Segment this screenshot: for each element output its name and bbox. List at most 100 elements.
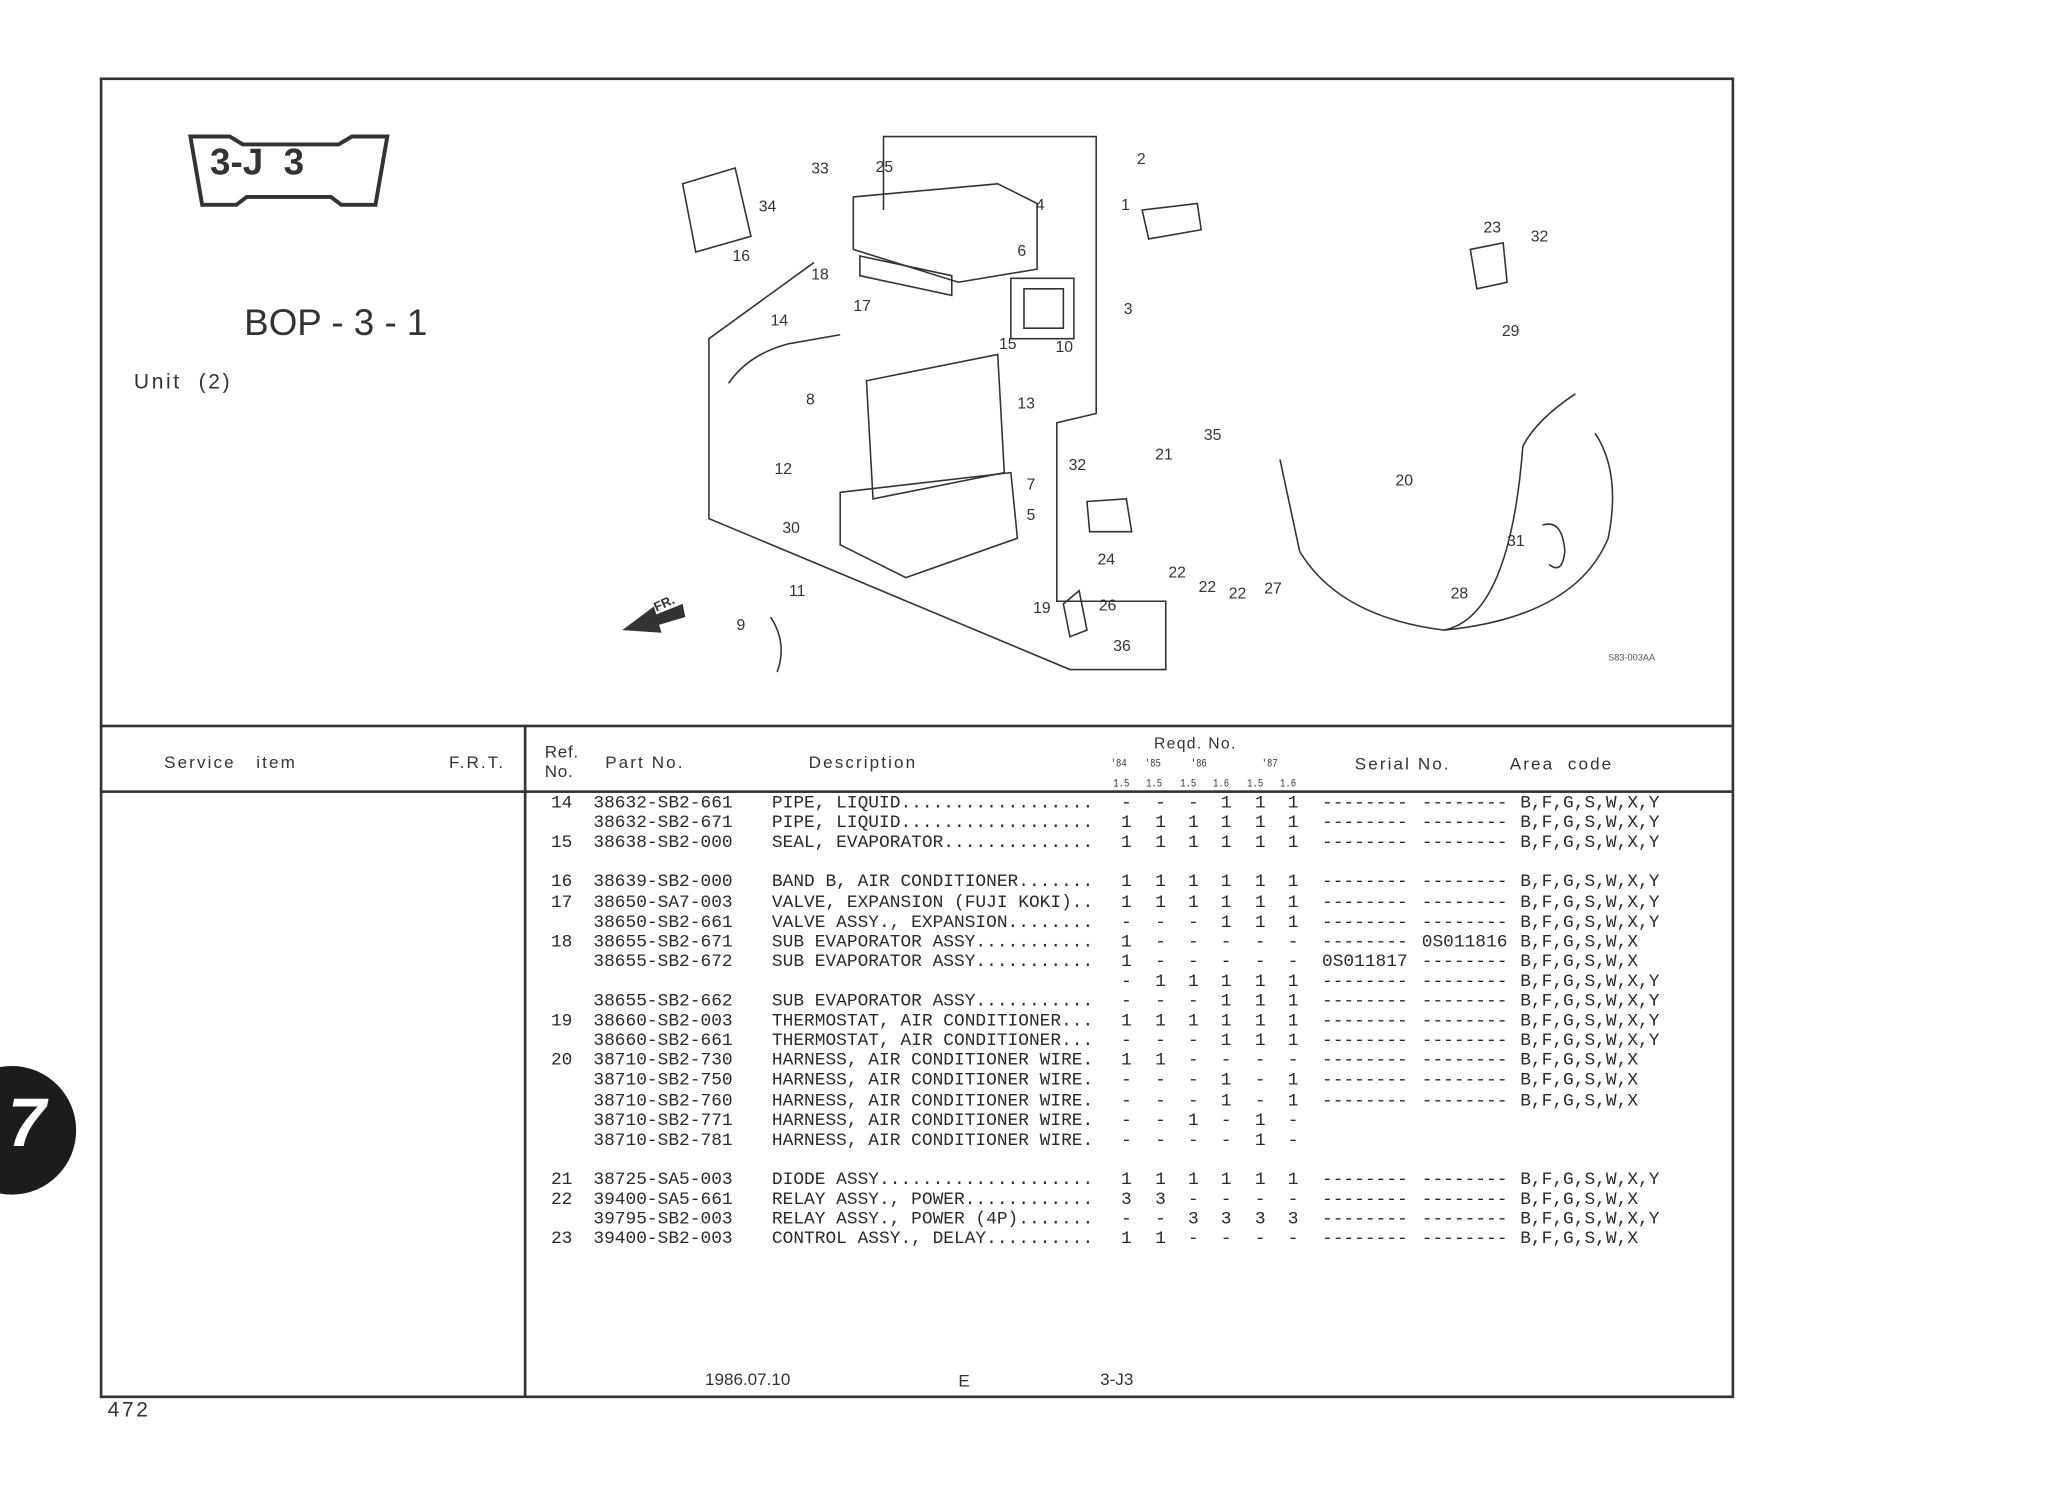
- callout-number: 22: [1168, 565, 1186, 582]
- qty-cell: -: [1254, 1051, 1266, 1072]
- serial-from: --------: [1321, 1051, 1408, 1072]
- qty-cell: 1: [1121, 1012, 1132, 1032]
- qty-cell: -: [1155, 794, 1166, 814]
- qty-cell: 1: [1287, 1071, 1299, 1092]
- qty-cell: 1: [1155, 893, 1166, 914]
- qty-cell: -: [1187, 1071, 1199, 1092]
- qty-cell: 1: [1254, 873, 1266, 894]
- qty-cell: 1: [1254, 833, 1266, 854]
- qty-cell: 1: [1220, 1032, 1232, 1052]
- header-divider: [99, 790, 1732, 793]
- chapter-tab[interactable]: 7: [0, 1065, 77, 1195]
- qty-cell: -: [1187, 913, 1199, 933]
- callout-number: 35: [1204, 427, 1222, 444]
- qty-cell: -: [1220, 932, 1232, 953]
- qty-cell: -: [1287, 1131, 1299, 1151]
- description: SEAL, EVAPORATOR..............: [771, 833, 1094, 854]
- description: HARNESS, AIR CONDITIONER WIRE.: [771, 1051, 1094, 1072]
- qty-cell: -: [1187, 992, 1199, 1013]
- qty-cell: 1: [1287, 893, 1299, 914]
- callout-number: 30: [782, 520, 800, 537]
- col-frt: F.R.T.: [448, 752, 506, 772]
- serial-to: --------: [1421, 1071, 1508, 1092]
- serial-from: --------: [1321, 913, 1408, 933]
- callout-number: 19: [1033, 600, 1051, 617]
- qty-cell: -: [1187, 1131, 1199, 1151]
- col-ref-no: Ref. No.: [544, 741, 579, 782]
- qty-cell: -: [1187, 1230, 1199, 1251]
- qty-cell: -: [1287, 1190, 1299, 1211]
- qty-cell: 1: [1254, 1111, 1266, 1132]
- serial-from: --------: [1321, 1210, 1408, 1231]
- col-reqd-no: Reqd. No.: [1153, 733, 1237, 753]
- part-number: 38632-SB2-661: [593, 794, 733, 814]
- callout-number: 25: [876, 159, 894, 176]
- qty-cell: 1: [1155, 833, 1166, 854]
- callout-number: 17: [853, 298, 871, 315]
- callout-number: 7: [1027, 477, 1036, 494]
- qty-cell: 1: [1155, 1170, 1166, 1191]
- part-number: 38710-SB2-760: [593, 1091, 733, 1112]
- qty-cell: -: [1187, 932, 1199, 953]
- callout-number: 22: [1229, 586, 1247, 603]
- ref-no: 23: [550, 1230, 573, 1251]
- qty-cell: 1: [1254, 992, 1266, 1013]
- serial-to: --------: [1421, 1190, 1508, 1211]
- qty-cell: 1: [1254, 1032, 1266, 1052]
- callout-number: 6: [1017, 243, 1026, 260]
- qty-cell: 1: [1220, 814, 1232, 834]
- qty-cell: -: [1155, 1032, 1166, 1052]
- qty-cell: 1: [1254, 1170, 1266, 1191]
- serial-from: --------: [1321, 1170, 1408, 1191]
- callout-number: 33: [811, 160, 829, 177]
- qty-cell: 1: [1220, 1071, 1232, 1092]
- qty-cell: -: [1155, 1111, 1166, 1132]
- qty-cell: -: [1155, 932, 1166, 953]
- serial-to: --------: [1421, 1210, 1508, 1231]
- description: PIPE, LIQUID..................: [771, 794, 1094, 814]
- part-number: 38710-SB2-730: [593, 1051, 733, 1072]
- qty-cell: -: [1187, 794, 1199, 814]
- description: THERMOSTAT, AIR CONDITIONER...: [771, 1032, 1094, 1052]
- qty-cell: 1: [1287, 913, 1299, 933]
- page-frame: [99, 77, 1735, 1399]
- qty-cell: 1: [1187, 893, 1199, 914]
- callout-number: 27: [1264, 580, 1282, 597]
- qty-cell: 3: [1155, 1190, 1166, 1211]
- description: SUB EVAPORATOR ASSY...........: [771, 932, 1094, 953]
- qty-cell: -: [1254, 1091, 1266, 1112]
- ref-no: 16: [550, 873, 573, 894]
- qty-cell: -: [1121, 972, 1132, 993]
- qty-cell: 1: [1287, 833, 1299, 854]
- description: BAND B, AIR CONDITIONER.......: [771, 873, 1094, 894]
- serial-to: --------: [1421, 1170, 1508, 1191]
- qty-cell: -: [1254, 1071, 1266, 1092]
- qty-cell: -: [1287, 1051, 1299, 1072]
- serial-to: --------: [1421, 833, 1508, 854]
- qty-cell: 3: [1287, 1210, 1299, 1231]
- qty-cell: -: [1220, 952, 1232, 973]
- area-code: B,F,G,S,W,X,Y: [1520, 1032, 1660, 1052]
- qty-cell: 1: [1254, 1012, 1266, 1032]
- callout-number: 18: [811, 267, 829, 284]
- callout-number: 16: [733, 248, 751, 265]
- qty-cell: 1: [1220, 873, 1232, 894]
- serial-from: --------: [1321, 814, 1408, 834]
- qty-cell: 1: [1155, 814, 1166, 834]
- qty-cell: 1: [1287, 992, 1299, 1013]
- qty-cell: 1: [1155, 873, 1166, 894]
- ref-no: 17: [550, 893, 573, 914]
- qty-cell: 1: [1121, 873, 1132, 894]
- part-number: 38650-SA7-003: [593, 893, 733, 914]
- qty-cell: 1: [1121, 893, 1132, 914]
- callout-number: 26: [1099, 597, 1117, 614]
- qty-cell: -: [1155, 992, 1166, 1013]
